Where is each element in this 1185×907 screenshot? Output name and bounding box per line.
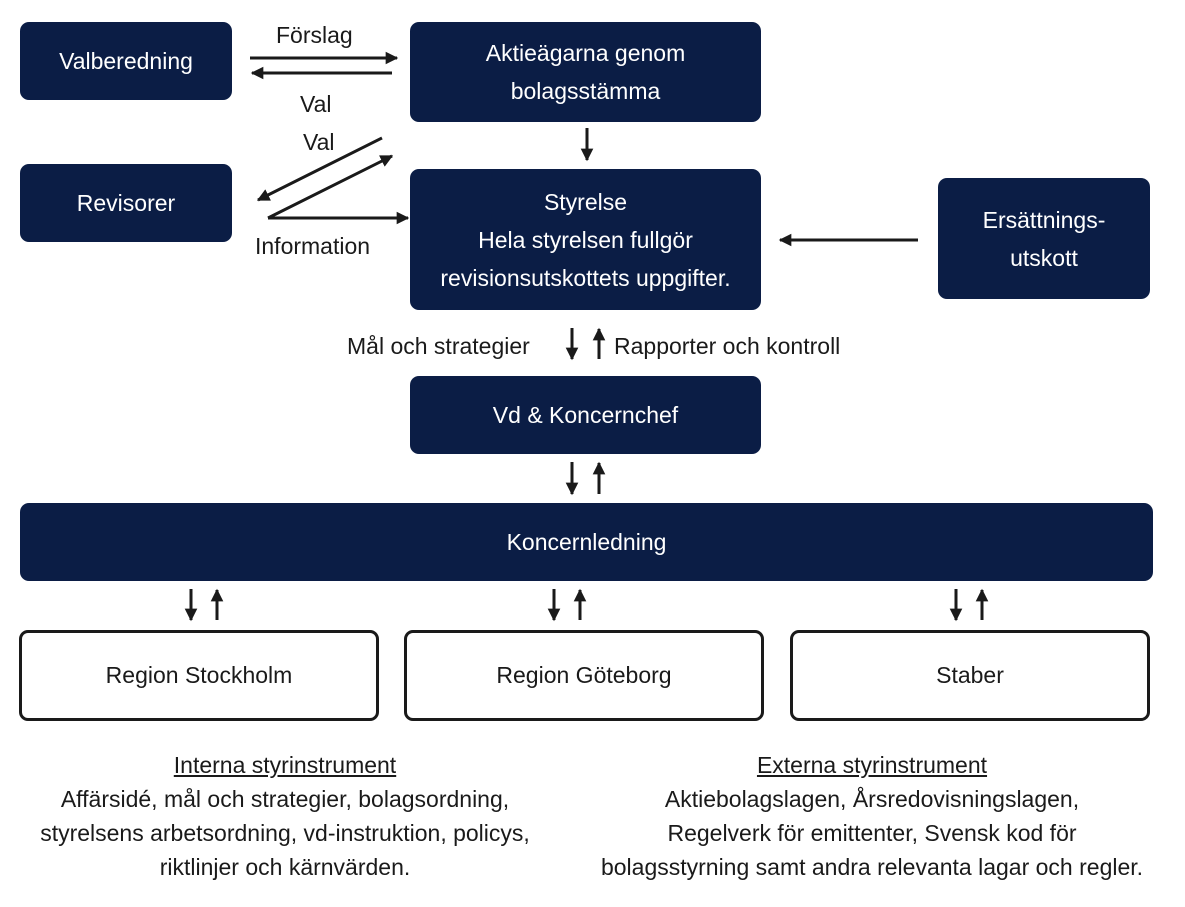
node-region-goteborg-label: Region Göteborg: [496, 662, 672, 688]
note-externa-line-2: Regelverk för emittenter, Svensk kod för: [667, 820, 1077, 846]
node-region-goteborg: Region Göteborg: [404, 630, 764, 721]
note-externa-line-3: bolagsstyrning samt andra relevanta laga…: [600, 854, 1144, 880]
node-koncernledning-label: Koncernledning: [506, 529, 667, 555]
node-staber-label: Staber: [936, 662, 1004, 688]
note-interna-line-3: riktlinjer och kärnvärden.: [159, 854, 411, 880]
node-aktieagarna: Aktieägarna genom bolagsstämma: [410, 22, 761, 122]
node-ersattning-line-1: Ersättnings-: [982, 206, 1106, 233]
node-valberedning-label: Valberedning: [59, 48, 193, 74]
node-valberedning: Valberedning: [20, 22, 232, 100]
edge-label-information: Information: [255, 233, 371, 259]
node-revisorer-label: Revisorer: [76, 190, 176, 216]
edge-label-val-1: Val: [300, 91, 332, 117]
note-externa-heading: Externa styrinstrument: [756, 752, 988, 778]
node-vd: Vd & Koncernchef: [410, 376, 761, 454]
node-staber: Staber: [790, 630, 1150, 721]
edge-label-val-2: Val: [303, 129, 335, 155]
edge-label-forslag: Förslag: [276, 22, 353, 48]
node-styrelse-line-3: revisionsutskottets uppgifter.: [440, 264, 731, 291]
edge-label-rapporter: Rapporter och kontroll: [614, 333, 841, 359]
node-region-stockholm-label: Region Stockholm: [105, 662, 293, 688]
node-vd-label: Vd & Koncernchef: [492, 402, 679, 428]
node-styrelse-line-2: Hela styrelsen fullgör: [478, 226, 693, 253]
node-aktieagarna-line-1: Aktieägarna genom: [485, 40, 686, 66]
arrow-revisorer-to-val: [267, 154, 394, 220]
node-region-stockholm: Region Stockholm: [19, 630, 379, 721]
note-interna-line-2: styrelsens arbetsordning, vd-instruktion…: [40, 820, 530, 846]
node-ersattning-line-2: utskott: [1010, 244, 1078, 271]
node-koncernledning: Koncernledning: [20, 503, 1153, 581]
note-interna: Interna styrinstrument Affärsidé, mål oc…: [0, 748, 570, 884]
node-styrelse-line-1: Styrelse: [543, 188, 628, 215]
note-externa-line-1: Aktiebolagslagen, Årsredovisningslagen,: [664, 786, 1080, 812]
node-aktieagarna-line-2: bolagsstämma: [510, 78, 661, 104]
note-interna-heading: Interna styrinstrument: [173, 752, 397, 778]
node-revisorer: Revisorer: [20, 164, 232, 242]
note-interna-line-1: Affärsidé, mål och strategier, bolagsord…: [60, 786, 510, 812]
node-styrelse: Styrelse Hela styrelsen fullgör revision…: [410, 169, 761, 310]
arrow-val-revisorer: [256, 136, 383, 202]
edge-label-mal: Mål och strategier: [347, 333, 530, 359]
note-externa: Externa styrinstrument Aktiebolagslagen,…: [562, 748, 1182, 884]
node-ersattningsutskott: Ersättnings- utskott: [938, 178, 1150, 299]
